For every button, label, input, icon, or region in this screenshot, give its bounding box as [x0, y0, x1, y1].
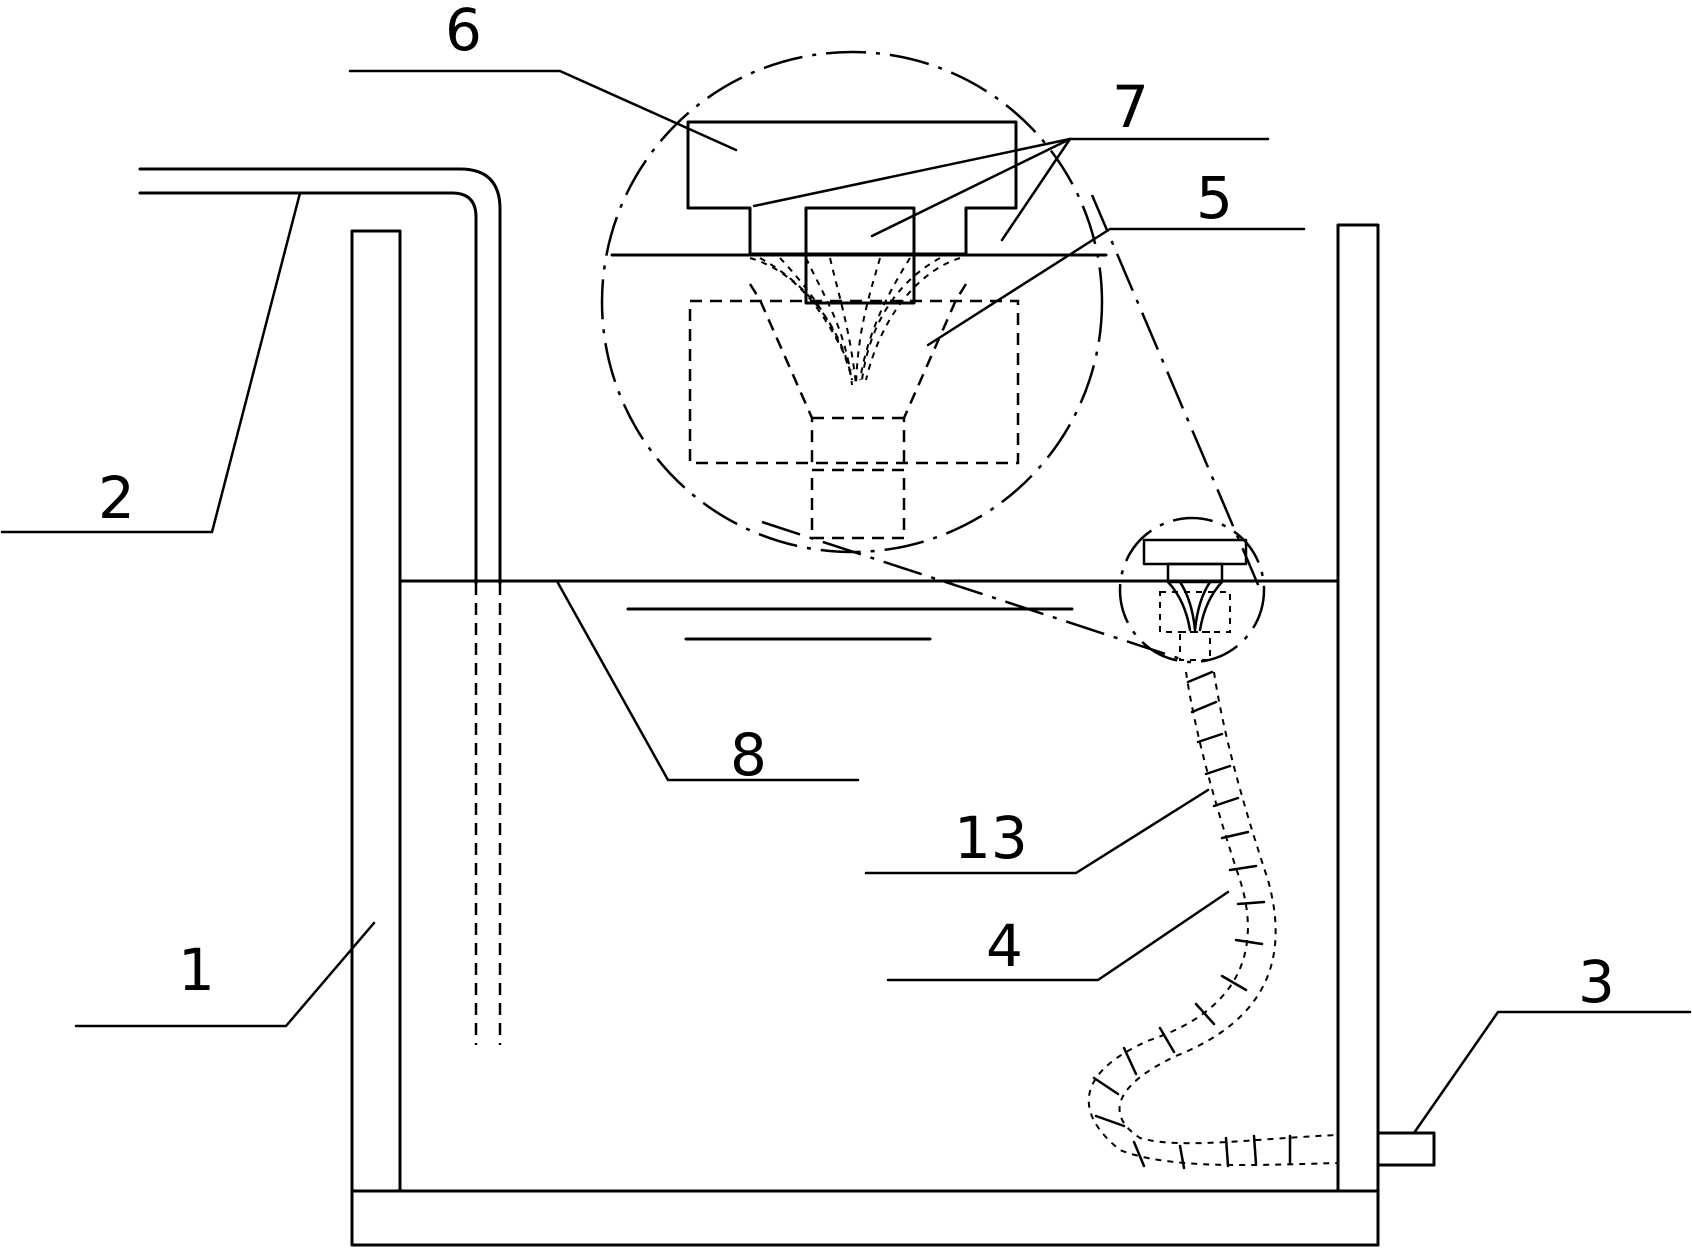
nozzle-outlet — [810, 468, 906, 540]
label-water-level: 8 — [730, 721, 767, 789]
tank-bottom — [350, 1189, 1380, 1247]
tank-left-wall — [350, 229, 402, 1193]
label-outlet: 3 — [1578, 948, 1615, 1016]
nozzle-chamber — [688, 299, 1020, 465]
label-inlet-pipe: 2 — [98, 464, 135, 532]
hose-ribs — [1092, 670, 1292, 1170]
inlet-pipe — [138, 167, 502, 1045]
hose — [1087, 670, 1339, 1170]
label-float: 6 — [445, 0, 482, 64]
outlet-stub — [1376, 1131, 1436, 1167]
jet-streams — [749, 257, 961, 386]
tank — [350, 223, 1380, 1247]
label-hose: 4 — [986, 912, 1023, 980]
label-tank: 1 — [178, 936, 215, 1004]
tank-right-wall — [1336, 223, 1380, 1193]
detail-view — [600, 50, 1264, 662]
label-hose-wall: 13 — [954, 804, 1028, 872]
float-body — [686, 120, 1018, 256]
label-nozzle: 5 — [1196, 164, 1233, 232]
label-jets: 7 — [1112, 73, 1149, 141]
small-nozzle-assembly — [1118, 516, 1266, 664]
leader-lines — [0, 69, 1692, 1135]
